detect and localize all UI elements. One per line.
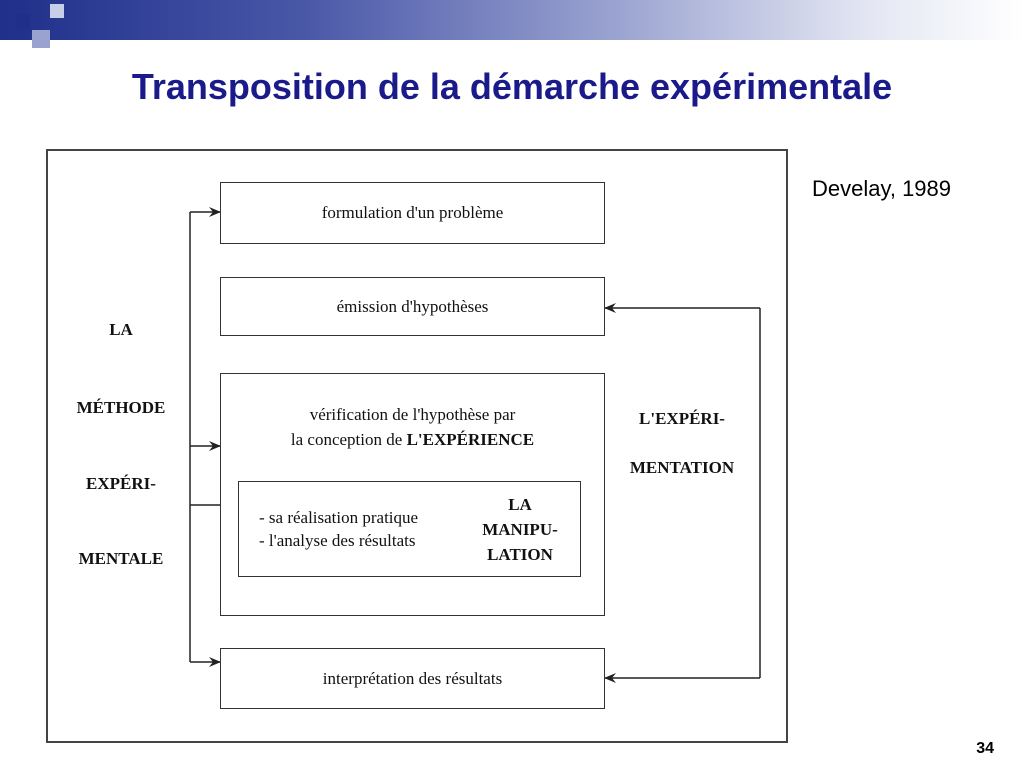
page-number: 34 bbox=[976, 740, 994, 757]
slide-title: Transposition de la démarche expérimenta… bbox=[131, 66, 893, 107]
box-interpretation: interprétation des résultats bbox=[220, 648, 605, 709]
left-label-4: MENTALE bbox=[78, 549, 164, 568]
verification-line-1: vérification de l'hypothèse par bbox=[309, 405, 516, 424]
manipulation-line-1: LA bbox=[508, 495, 532, 514]
left-label-1: LA bbox=[109, 320, 133, 339]
manipulation-line-3: LATION bbox=[487, 545, 553, 564]
header-gradient-bar bbox=[0, 0, 1024, 40]
manipulation-line-2: MANIPU- bbox=[482, 520, 558, 539]
right-label-1: L'EXPÉRI- bbox=[639, 409, 725, 428]
citation: Develay, 1989 bbox=[812, 176, 952, 201]
box-emission: émission d'hypothèses bbox=[220, 277, 605, 336]
realisation-line-1: - sa réalisation pratique bbox=[259, 508, 419, 527]
verification-line-2: la conception de L'EXPÉRIENCE bbox=[290, 430, 535, 449]
box-formulation: formulation d'un problème bbox=[220, 182, 605, 244]
decor-square-light bbox=[32, 30, 50, 48]
realisation-line-2: - l'analyse des résultats bbox=[259, 531, 416, 550]
decor-square-pale bbox=[50, 4, 64, 18]
left-label-3: EXPÉRI- bbox=[86, 474, 156, 493]
left-label-2: MÉTHODE bbox=[76, 398, 166, 417]
experience-keyword: L'EXPÉRIENCE bbox=[406, 430, 535, 449]
right-label-2: MENTATION bbox=[629, 458, 735, 477]
box-emission-text: émission d'hypothèses bbox=[336, 296, 489, 316]
box-interpretation-text: interprétation des résultats bbox=[322, 668, 503, 688]
box-formulation-text: formulation d'un problème bbox=[321, 203, 504, 222]
box-realisation: - sa réalisation pratique - l'analyse de… bbox=[238, 481, 581, 577]
decor-square-dark bbox=[16, 14, 30, 28]
